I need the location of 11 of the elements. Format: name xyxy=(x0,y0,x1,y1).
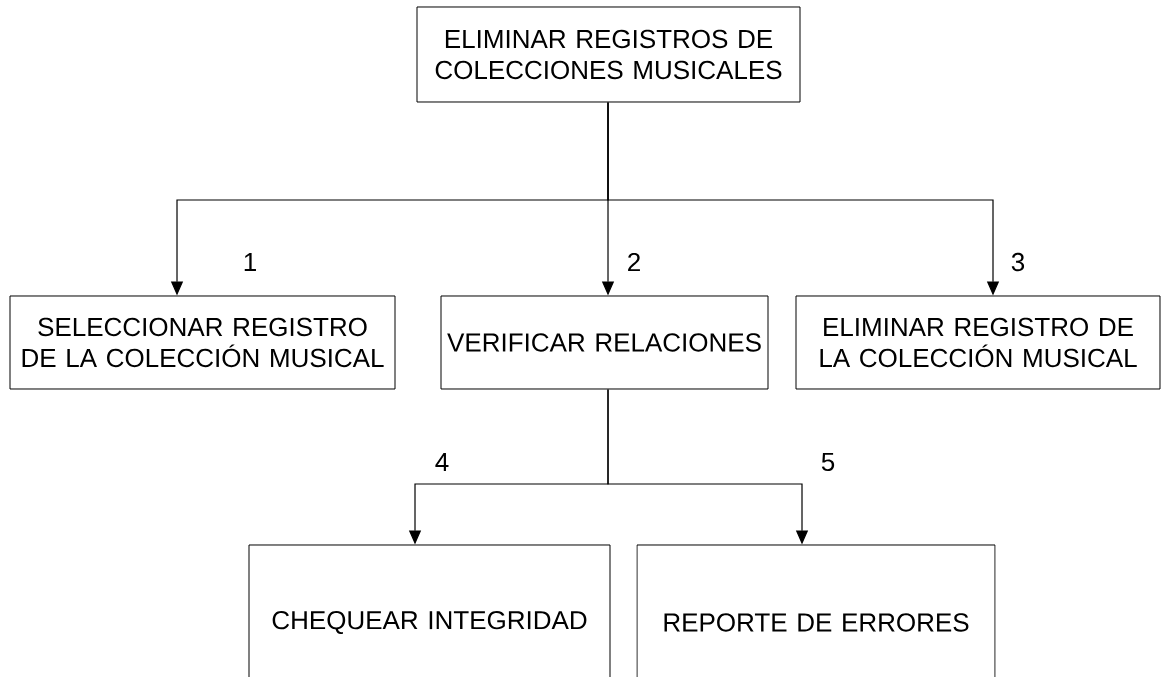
process-box: ELIMINAR REGISTRO DE LA COLECCIÓN MUSICAL xyxy=(795,295,1161,390)
edge-label: 1 xyxy=(241,252,259,272)
edge-label: 5 xyxy=(819,451,837,473)
process-box: ELIMINAR REGISTROS DE COLECCIONES MUSICALES xyxy=(416,6,801,103)
process-box: SELECCIONAR REGISTRO DE LA COLECCIÓN MUSICAL xyxy=(9,295,396,390)
process-box: VERIFICAR RELACIONES xyxy=(440,295,769,390)
edge-label: 3 xyxy=(1009,251,1027,273)
process-box: CHEQUEAR INTEGRIDAD xyxy=(248,544,611,677)
edge-label: 2 xyxy=(625,251,643,273)
edge-label: 4 xyxy=(433,452,451,472)
process-box: REPORTE DE ERRORES xyxy=(636,544,996,677)
